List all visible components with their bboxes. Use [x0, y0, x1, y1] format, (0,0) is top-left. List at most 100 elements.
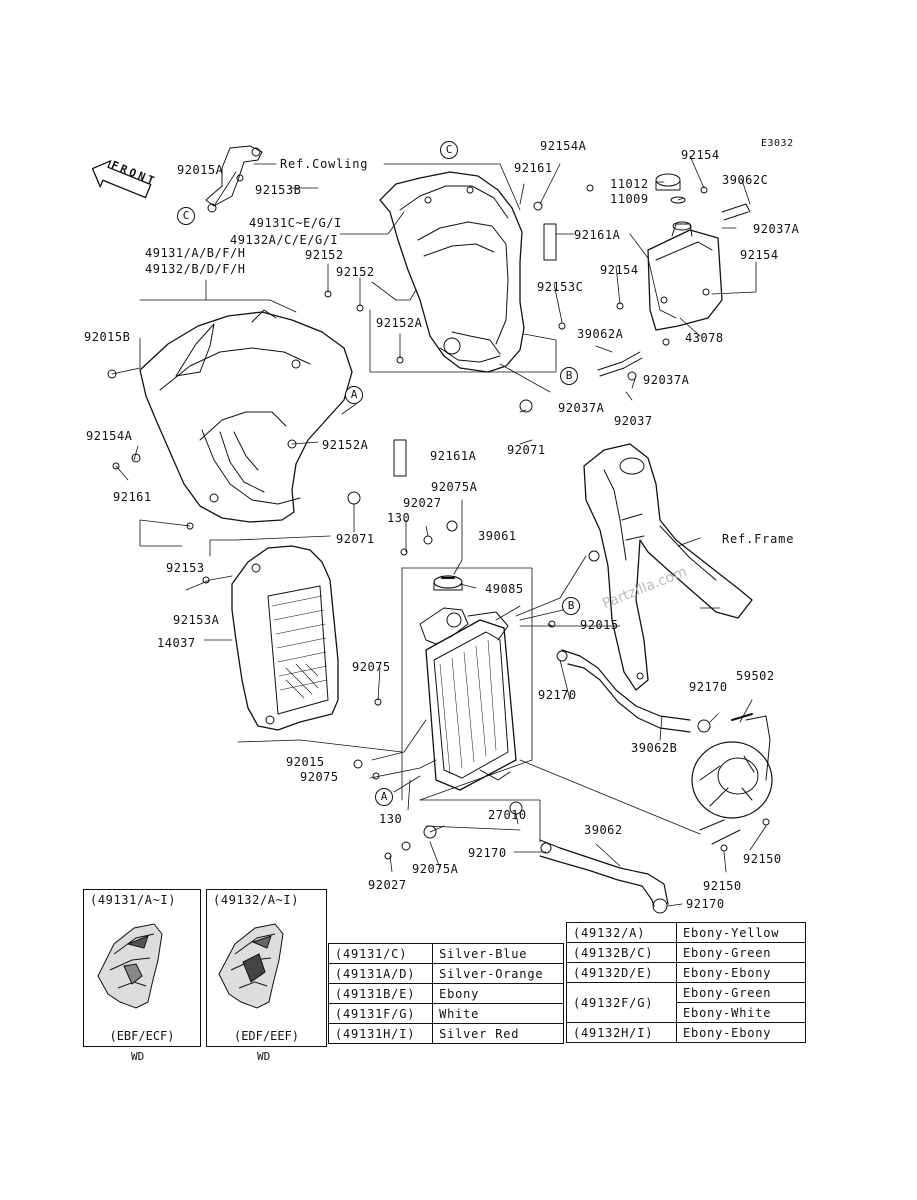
part-code-cell: (49131A/D)	[327, 963, 434, 984]
part-130-a: 130	[387, 511, 411, 525]
marker-c-top: C	[440, 141, 458, 159]
part-92027-b: 92027	[368, 878, 407, 892]
table-row: Ebony-White	[567, 1002, 806, 1023]
part-92015-b: 92015	[286, 755, 325, 769]
part-92153A: 92153A	[173, 613, 220, 627]
part-39062B: 39062B	[631, 741, 678, 755]
part-92152-a: 92152	[305, 248, 344, 262]
radiator	[419, 607, 517, 791]
part-92154A-b: 92154A	[86, 429, 133, 443]
part-code-cell: (49131F/G)	[327, 1003, 434, 1024]
part-92153: 92153	[166, 561, 205, 575]
part-59502: 59502	[736, 669, 775, 683]
inset-caption: (EBF/ECF)	[109, 1029, 175, 1043]
color-cell: Ebony	[432, 983, 564, 1004]
part-92154A-a: 92154A	[540, 139, 587, 153]
part-92153C: 92153C	[537, 280, 584, 294]
part-92071-a: 92071	[507, 443, 546, 457]
part-11012: 11012	[610, 177, 649, 191]
reservoir-tank	[647, 221, 723, 331]
color-cell: Silver-Blue	[432, 943, 564, 964]
shroud-thumbnail	[97, 923, 163, 1009]
part-92152-b: 92152	[336, 265, 375, 279]
part-49085: 49085	[485, 582, 524, 596]
part-92015-a: 92015	[580, 618, 619, 632]
table-row: (49132B/C) Ebony-Green	[565, 942, 806, 963]
part-code-cell: (49131B/E)	[327, 983, 434, 1004]
color-cell: White	[432, 1003, 564, 1024]
part-code-cell: (49132D/E)	[565, 962, 678, 983]
part-92075-a: 92075	[352, 660, 391, 674]
table-row: (49131F/G) White	[327, 1003, 564, 1024]
marker-b-radiator: B	[562, 597, 580, 615]
table-row: (49131B/E) Ebony	[327, 983, 564, 1004]
fasteners	[107, 184, 770, 914]
inset-wd-label: WD	[257, 1050, 271, 1063]
part-14037: 14037	[157, 636, 196, 650]
front-arrow-icon	[91, 160, 152, 199]
color-cell: Ebony-Ebony	[676, 962, 806, 983]
part-92150-a: 92150	[743, 852, 782, 866]
cooling-fan	[691, 713, 773, 845]
color-table-49132: (49132/A) Ebony-Yellow (49132B/C) Ebony-…	[565, 922, 806, 1043]
part-code-cell: (49131/C)	[327, 943, 434, 964]
table-row: (49132D/E) Ebony-Ebony	[565, 962, 806, 983]
color-cell: Silver Red	[432, 1023, 564, 1044]
inset-wd-label: WD	[131, 1050, 145, 1063]
part-code-cell: (49132/A)	[565, 922, 678, 943]
color-cell: Silver-Orange	[432, 963, 564, 984]
table-row: (49131A/D) Silver-Orange	[327, 963, 564, 984]
part-49132: 49132/B/D/F/H	[145, 262, 246, 276]
part-92071-b: 92071	[336, 532, 375, 546]
part-code-cell: (49132B/C)	[565, 942, 678, 963]
color-cell: Ebony-Ebony	[676, 1022, 806, 1043]
part-39061: 39061	[478, 529, 517, 543]
marker-a-bottom: A	[375, 788, 393, 806]
inset-title: (49132/A~I)	[213, 893, 300, 907]
part-27010: 27010	[488, 808, 527, 822]
color-cell: Ebony-Green	[676, 942, 806, 963]
part-92161-b: 92161	[113, 490, 152, 504]
marker-a-top: A	[345, 386, 363, 404]
clip-92161A-lower	[393, 439, 407, 477]
part-92075-b: 92075	[300, 770, 339, 784]
part-92154-b: 92154	[600, 263, 639, 277]
table-row: (49131/C) Silver-Blue	[327, 943, 564, 964]
marker-c-left: C	[177, 207, 195, 225]
part-43078: 43078	[685, 331, 724, 345]
bracket-cowling-top	[205, 145, 263, 207]
marker-b-tank: B	[560, 367, 578, 385]
part-49131C: 49131C~E/G/I	[249, 216, 342, 230]
ref-frame-label: Ref.Frame	[722, 532, 795, 546]
radiator-side-cover	[231, 545, 339, 731]
part-92161A-a: 92161A	[574, 228, 621, 242]
part-92152A-b: 92152A	[322, 438, 369, 452]
inset-caption: (EDF/EEF)	[233, 1029, 300, 1043]
part-92027-a: 92027	[403, 496, 442, 510]
part-92154-c: 92154	[740, 248, 779, 262]
part-code-cell: (49132F/G)	[565, 982, 678, 1023]
upper-shroud	[379, 171, 525, 373]
part-92015A: 92015A	[177, 163, 224, 177]
radiator-cap	[433, 575, 463, 591]
tank-cap	[655, 173, 681, 187]
part-92170-d: 92170	[686, 897, 725, 911]
part-92170-b: 92170	[689, 680, 728, 694]
hose-39062B	[561, 649, 691, 733]
part-92075A-b: 92075A	[412, 862, 459, 876]
part-92152A-a: 92152A	[376, 316, 423, 330]
color-cell: Ebony-White	[676, 1002, 806, 1023]
inset-box-49132: (49132/A~I) (EDF/EEF)	[206, 889, 327, 1047]
part-92037A-c: 92037A	[558, 401, 605, 415]
inset-box-49131: (49131/A~I) (EBF/ECF)	[83, 889, 201, 1047]
table-row: (49132F/G) Ebony-Green	[565, 982, 806, 1023]
part-92153B: 92153B	[255, 183, 302, 197]
part-92170-a: 92170	[538, 688, 577, 702]
table-row: (49132/A) Ebony-Yellow	[565, 922, 806, 943]
diagram-code: E3032	[761, 138, 794, 149]
part-39062: 39062	[584, 823, 623, 837]
hose-39062	[539, 839, 669, 907]
part-92150-b: 92150	[703, 879, 742, 893]
table-row: (49132H/I) Ebony-Ebony	[565, 1022, 806, 1043]
